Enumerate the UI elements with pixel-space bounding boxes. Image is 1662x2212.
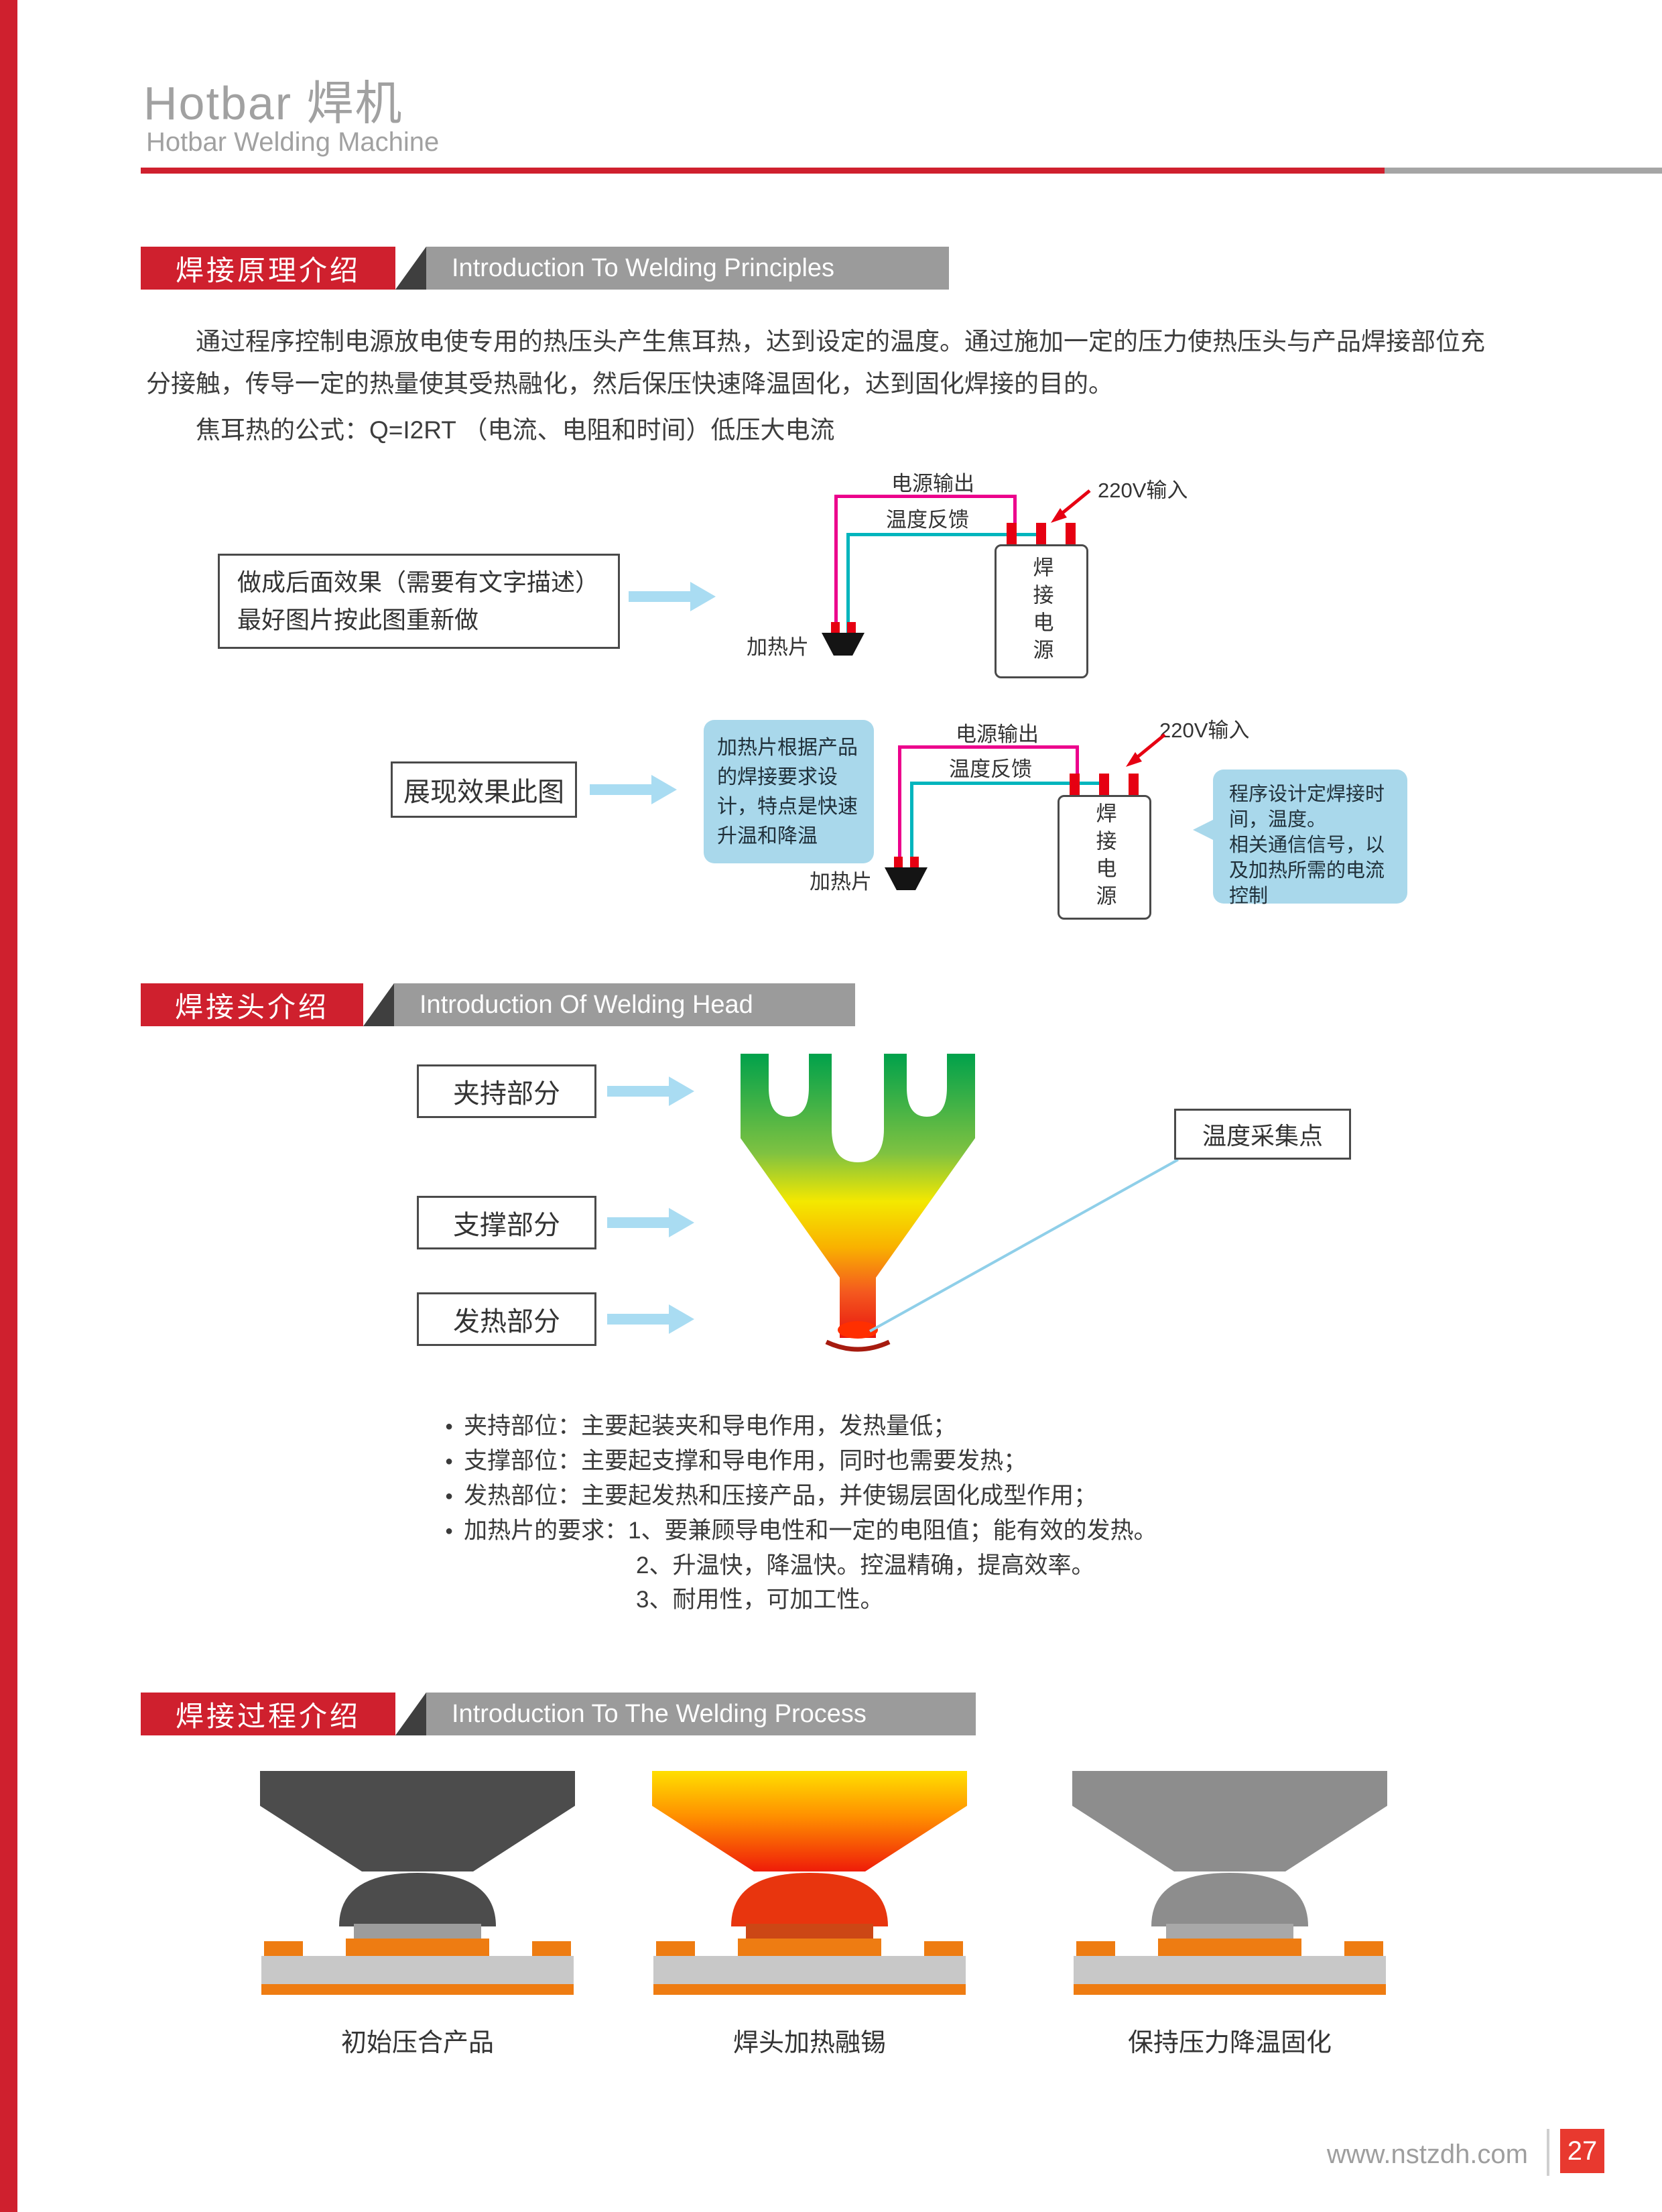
process-caption-3: 保持压力降温固化 [1127,2029,1332,2057]
process-caption-1: 初始压合产品 [340,2029,494,2057]
wire-segment [910,782,1104,785]
heater-chip-icon [885,857,928,892]
bullet-line: ● 支撑部位：主要起支撑和导电作用，同时也需要发热； [445,1444,1157,1479]
welding-power-supply-box: 焊接电源 [995,544,1088,678]
header-rule-red [141,168,1385,174]
note-line2: 最好图片按此图重新做 [237,606,479,633]
section1-banner: Introduction To Welding Principles [395,247,949,290]
connector-pin [1036,523,1046,546]
bullet-line: ● 发热部位：主要起发热和压接产品，并使锡层固化成型作用； [445,1479,1157,1514]
section2-header: 焊接头介绍 Introduction Of Welding Head [141,983,855,1026]
heater-label: 加热片 [810,870,872,894]
power-out-label: 电源输出 [891,472,974,495]
diagram1-note-box: 做成后面效果（需要有文字描述） 最好图片按此图重新做 [218,554,620,649]
bullet-line: ● 夹持部位：主要起装夹和导电作用，发热量低； [445,1409,1157,1444]
wire-segment [834,495,1017,498]
sub-bullet-line: 3、耐用性，可加工性。 [636,1587,884,1613]
callout-right-line1: 程序设计定焊接时间，温度。 [1229,784,1385,831]
wire-segment [846,533,1041,536]
bullet-text: 发热部位：主要起发热和压接产品，并使锡层固化成型作用； [464,1483,1098,1509]
program-control-callout: 程序设计定焊接时间，温度。 相关通信信号，以及加热所需的电流控制 [1213,770,1407,907]
process-figure-initial-press [260,1771,575,1995]
input-220v-label: 220V输入 [1159,719,1250,742]
ribbon-fold-icon [395,247,426,290]
header-rule-gray [1385,168,1662,174]
process-figure-cooling [1072,1771,1387,1995]
wire-segment [898,745,901,866]
bullet-dot: ● [445,1489,454,1503]
support-part-label: 支撑部分 [417,1196,596,1249]
heater-chip-icon [822,622,865,657]
welding-power-supply-box: 焊接电源 [1058,795,1151,920]
principles-paragraph: 通过程序控制电源放电使专用的热压头产生焦耳热，达到设定的温度。通过施加一定的压力… [146,328,1485,397]
wire-segment [1076,745,1079,778]
connector-pin [1099,774,1109,796]
temp-point-label: 温度采集点 [1174,1109,1351,1160]
power-out-label: 电源输出 [956,723,1039,746]
principles-text: 通过程序控制电源放电使专用的热压头产生焦耳热，达到设定的温度。通过施加一定的压力… [146,320,1507,451]
connector-pin [1066,523,1076,546]
head-notes: ● 夹持部位：主要起装夹和导电作用，发热量低； ● 支撑部位：主要起支撑和导电作用，… [445,1409,1157,1617]
connector-pin [1070,774,1080,796]
temp-point-pointer-line [869,1158,1179,1333]
sub-bullet-line: 2、升温快，降温快。控温精确，提高效率。 [636,1552,1095,1579]
welding-head-illustration [741,1054,975,1352]
wire-segment [898,745,1079,749]
diagram2-note-box: 展现效果此图 [391,761,577,818]
connector-pin [1007,523,1017,546]
input-arrow-icon [1126,733,1166,767]
wire-segment [846,533,850,633]
power-supply-label: 焊接电源 [1029,556,1053,666]
clamp-part-label: 夹持部分 [417,1064,596,1118]
section2-badge: 焊接头介绍 [141,983,363,1026]
wire-segment [910,782,913,866]
bullet-text: 夹持部位：主要起装夹和导电作用，发热量低； [464,1413,957,1439]
heating-part-label: 发热部分 [417,1292,596,1346]
section3-badge: 焊接过程介绍 [141,1693,395,1735]
bullet-text: 加热片的要求：1、要兼顾导电性和一定的电阻值；能有效的发热。 [464,1518,1157,1544]
bullet-line: ● 加热片的要求：1、要兼顾导电性和一定的电阻值；能有效的发热。 [445,1514,1157,1548]
ribbon-fold-icon [363,983,394,1026]
page-subtitle: Hotbar Welding Machine [146,127,440,157]
power-supply-label: 焊接电源 [1092,802,1116,912]
section1-header: 焊接原理介绍 Introduction To Welding Principle… [141,247,949,290]
section3-banner: Introduction To The Welding Process [395,1693,976,1735]
temp-feedback-label: 温度反馈 [886,508,969,532]
section1-badge: 焊接原理介绍 [141,247,395,290]
section3-header: 焊接过程介绍 Introduction To The Welding Proce… [141,1693,976,1735]
arrow-right-icon [607,1077,694,1106]
wire-segment [1013,495,1017,528]
callout-right-line2: 相关通信信号，以及加热所需的电流控制 [1229,835,1385,907]
wire-segment [834,495,838,631]
arrow-right-icon [607,1304,694,1334]
bullet-dot: ● [445,1454,454,1469]
arrow-right-icon [590,775,677,804]
joule-formula: 焦耳热的公式：Q=I2RT （电流、电阻和时间）低压大电流 [196,416,835,444]
section2-banner: Introduction Of Welding Head [363,983,855,1026]
footer-website: www.nstzdh.com [1326,2140,1528,2169]
arrow-right-icon [607,1208,694,1237]
note-line1: 做成后面效果（需要有文字描述） [237,568,600,596]
input-220v-label: 220V输入 [1098,479,1188,502]
ribbon-fold-icon [395,1693,426,1735]
arrow-right-icon [629,582,716,611]
heater-label: 加热片 [747,635,809,659]
temp-feedback-label: 温度反馈 [949,757,1032,781]
input-arrow-icon [1051,489,1091,523]
bullet-text: 支撑部位：主要起支撑和导电作用，同时也需要发热； [464,1448,1027,1474]
page-title: Hotbar 焊机 [143,77,403,129]
page-number-badge: 27 [1560,2129,1604,2173]
process-caption-2: 焊头加热融锡 [732,2029,886,2057]
callout-tail-icon [1193,819,1214,841]
footer-divider [1547,2129,1549,2176]
process-figure-heating [652,1771,967,1995]
left-edge-bar [0,0,17,2212]
connector-pin [1129,774,1139,796]
bullet-dot: ● [445,1524,454,1538]
bullet-dot: ● [445,1419,454,1434]
heater-design-callout: 加热片根据产品的焊接要求设计，特点是快速升温和降温 [704,720,874,863]
